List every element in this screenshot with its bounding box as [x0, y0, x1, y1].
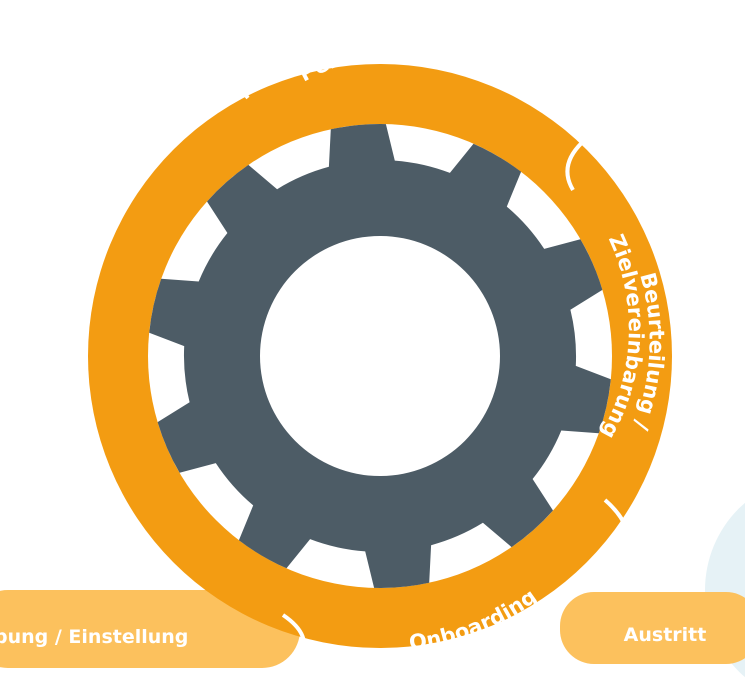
bar-right-label: Austritt	[624, 624, 707, 646]
bar-right	[560, 592, 745, 664]
bar-left-label: bung / Einstellung	[0, 626, 188, 648]
bar-left	[0, 590, 300, 668]
ring-dividers	[21, 38, 635, 670]
gear-icon	[149, 124, 611, 588]
